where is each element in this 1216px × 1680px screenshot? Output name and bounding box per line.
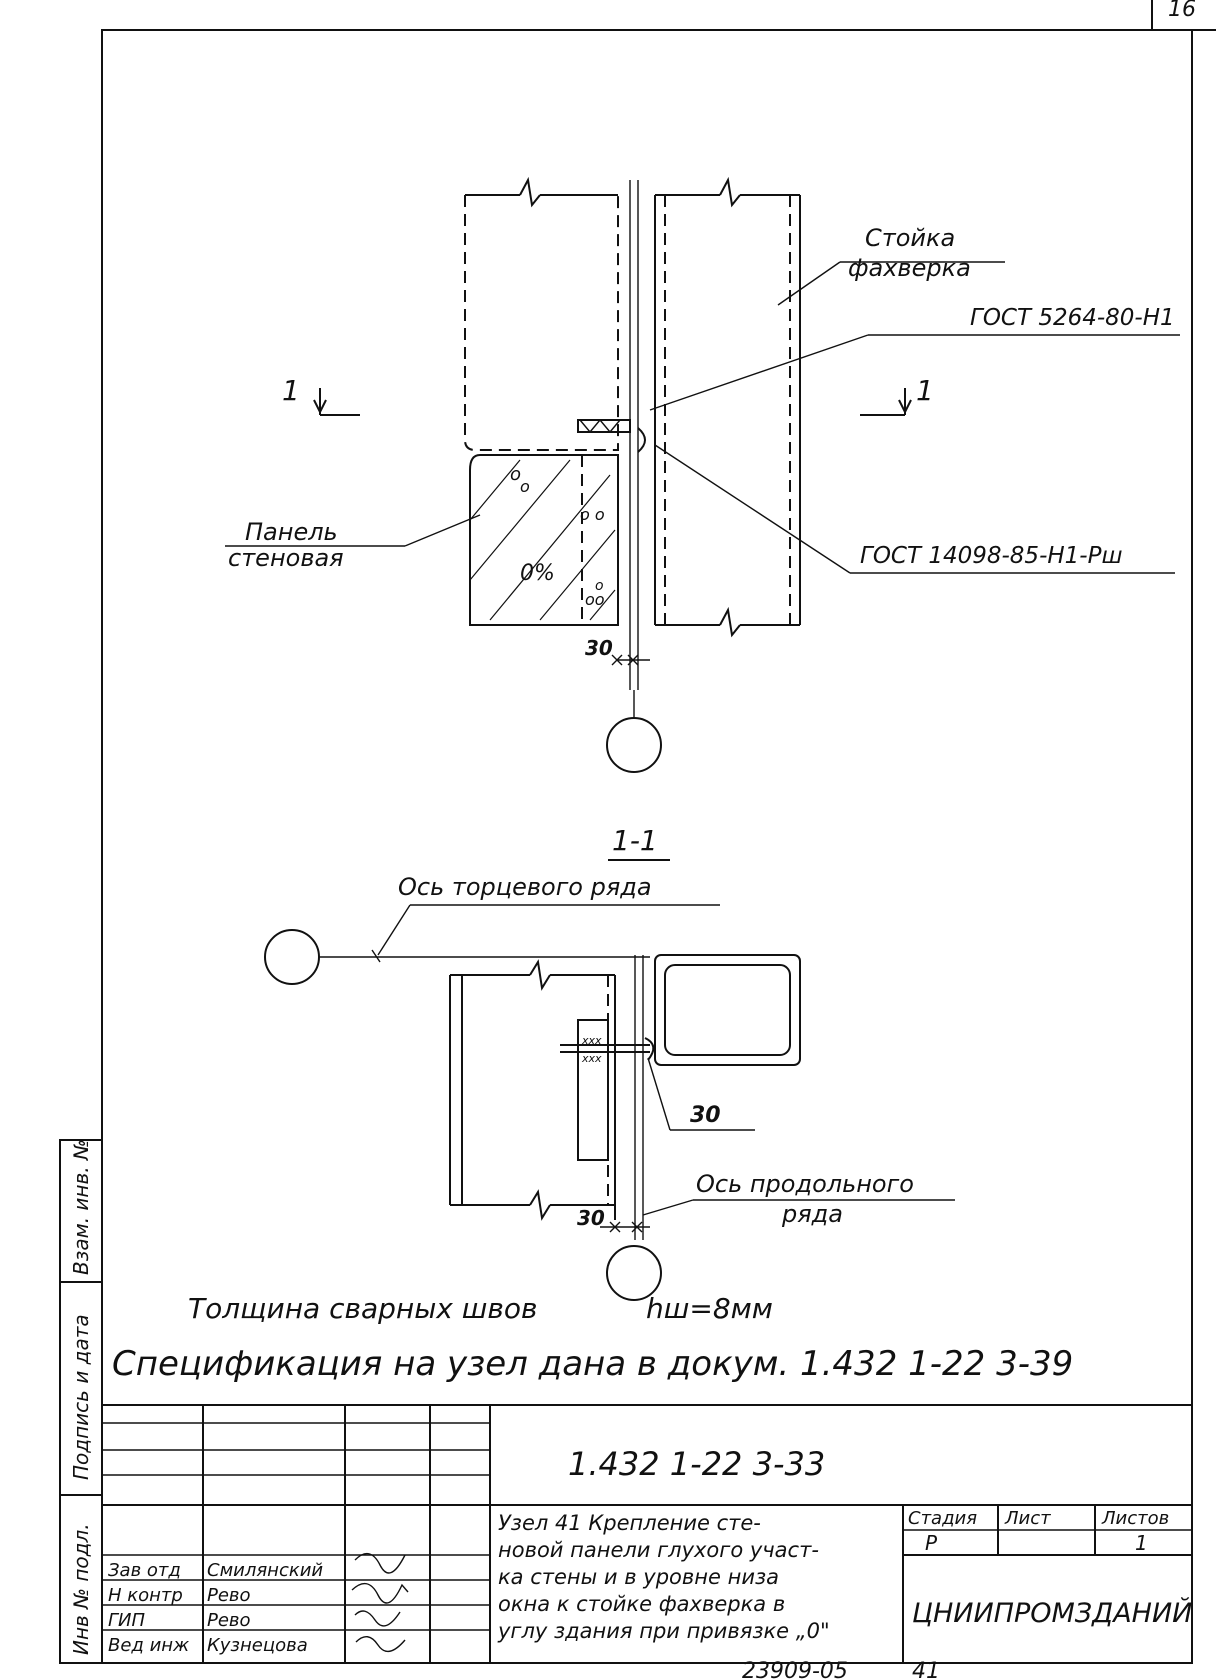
org-name: ЦНИИПРОМЗДАНИЙ	[912, 1597, 1192, 1629]
weld-thickness-note: Толщина сварных швов	[188, 1292, 538, 1325]
svg-text:xxx: xxx	[581, 1052, 602, 1065]
description-line-4: окна к стойке фахверка в	[498, 1592, 785, 1616]
section-mark-right: 1	[860, 374, 934, 416]
stage-value: Р	[925, 1531, 938, 1555]
page-corner-number: 16	[1168, 0, 1196, 22]
staff-name-2: Рево	[207, 1585, 251, 1606]
svg-text:o o: o o	[580, 505, 605, 524]
upper-detail: o o o o 0% oo o 30 1 1	[225, 176, 1180, 773]
description-line-5: углу здания при привязке „0"	[497, 1619, 830, 1643]
label-long-axis-1: Ось продольного	[696, 1170, 914, 1198]
label-end-row-axis: Ось торцевого ряда	[398, 873, 652, 901]
staff-name-3: Рево	[207, 1610, 251, 1631]
label-long-axis-2: ряда	[781, 1200, 843, 1228]
svg-text:1: 1	[282, 374, 300, 407]
section-mark-left: 1	[282, 374, 360, 416]
side-stamp-replace: Взам. инв. №	[69, 1139, 93, 1275]
sheets-header: Листов	[1101, 1508, 1169, 1529]
label-rack-1: Стойка	[865, 224, 955, 252]
label-gost-weld-bottom: ГОСТ 14098-85-Н1-Рш	[860, 543, 1123, 569]
svg-text:o: o	[510, 464, 521, 485]
svg-text:1: 1	[916, 374, 934, 407]
section-detail: 1-1 Ось торцевого ряда xxx xxx	[264, 824, 955, 1301]
description-line-1: Узел 41 Крепление сте-	[498, 1511, 761, 1535]
label-rack-2: фахверка	[848, 254, 971, 282]
svg-text:oo: oo	[585, 590, 605, 609]
axis-marker-circle	[606, 717, 662, 773]
sheet-header: Лист	[1004, 1508, 1051, 1529]
sheets-value: 1	[1135, 1531, 1148, 1555]
description-line-2: новой панели глухого участ-	[498, 1538, 819, 1562]
signature-3	[354, 1610, 401, 1627]
title-block: 1.432 1-22 3-33 Узел 41 Крепление сте- н…	[102, 1404, 1192, 1663]
label-panel-1: Панель	[245, 518, 338, 546]
side-stamp-sign: Подпись и дата	[69, 1314, 93, 1480]
side-stamp: Инв № подл. Подпись и дата Взам. инв. №	[59, 1139, 103, 1664]
section-title: 1-1	[612, 824, 658, 857]
doc-code: 1.432 1-22 3-33	[568, 1445, 825, 1483]
staff-role-1: Зав отд	[108, 1560, 181, 1581]
archive-number: 23909-05	[742, 1659, 848, 1680]
side-stamp-inv: Инв № подл.	[69, 1523, 93, 1655]
stage-header: Стадия	[908, 1508, 977, 1529]
staff-name-1: Смилянский	[207, 1560, 323, 1581]
svg-text:xxx: xxx	[581, 1034, 602, 1047]
svg-text:o: o	[595, 578, 604, 594]
staff-role-4: Вед инж	[108, 1635, 190, 1656]
spec-note: Спецификация на узел дана в докум. 1.432…	[112, 1344, 1073, 1384]
staff-name-4: Кузнецова	[207, 1635, 308, 1656]
dim-30-top: 30	[585, 636, 613, 660]
svg-text:o: o	[520, 477, 530, 496]
signature-1	[354, 1552, 406, 1574]
dim-30-mid: 30	[690, 1103, 721, 1128]
svg-text:0%: 0%	[520, 561, 555, 586]
description-line-3: ка стены и в уровне низа	[498, 1565, 779, 1589]
label-panel-2: стеновая	[228, 544, 344, 572]
staff-role-3: ГИП	[108, 1610, 145, 1631]
signature-2	[351, 1582, 409, 1604]
weld-thickness-value: hш=8мм	[646, 1292, 773, 1325]
label-gost-weld-top: ГОСТ 5264-80-Н1	[970, 305, 1175, 331]
signature-4	[355, 1636, 406, 1653]
page-number: 41	[912, 1659, 940, 1680]
dim-30-bottom: 30	[577, 1206, 605, 1230]
staff-role-2: Н контр	[108, 1585, 183, 1606]
sheet-frame	[101, 29, 1193, 1664]
